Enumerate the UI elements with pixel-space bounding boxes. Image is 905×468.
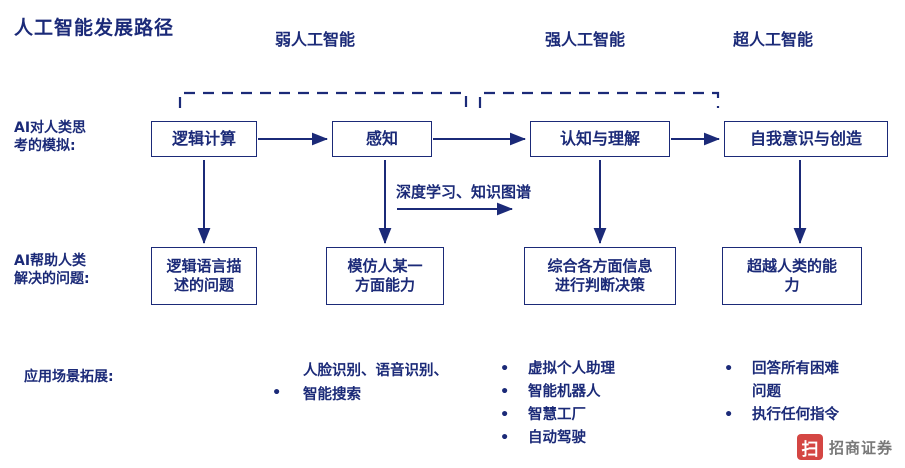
bracket-strong-ai <box>478 91 720 108</box>
applications-strong-line4: 自动驾驶 <box>528 430 586 446</box>
applications-super-line3: 执行任何指令 <box>752 407 839 423</box>
bracket-weak-ai <box>178 91 468 108</box>
stage-box-logic-computation: 逻辑计算 <box>151 121 257 157</box>
phase-label-strong: 强人工智能 <box>545 30 626 49</box>
row-label-simulation: AI对人类思 考的模拟: <box>14 120 87 154</box>
problem-box-beyond-human: 超越人类的能 力 <box>722 247 862 305</box>
stage-box-perception: 感知 <box>332 121 432 157</box>
problem-box-imitate-ability: 模仿人某一 方面能力 <box>326 247 444 305</box>
applications-super-line1: 回答所有困难 <box>752 361 839 377</box>
applications-weak-line2: 智能搜索 <box>303 387 361 403</box>
page-title: 人工智能发展路径 <box>14 17 175 39</box>
watermark-text: 招商证券 <box>828 438 893 457</box>
applications-strong-line2: 智能机器人 <box>528 384 601 400</box>
watermark-logo-icon: 扫 <box>796 434 823 460</box>
phase-label-super: 超人工智能 <box>733 30 814 49</box>
bullet-icon-strong-4: • <box>500 430 510 446</box>
applications-strong-line3: 智慧工厂 <box>528 407 586 423</box>
row-label-problems: AI帮助人类 解决的问题: <box>14 253 90 287</box>
bullet-icon-super-1: • <box>724 361 734 377</box>
applications-strong-line1: 虚拟个人助理 <box>528 361 615 377</box>
applications-super-line2: 问题 <box>752 384 781 400</box>
stage-box-cognition: 认知与理解 <box>530 121 670 157</box>
bullet-icon-strong-2: • <box>500 384 510 400</box>
problem-box-comprehensive-decision: 综合各方面信息 进行判断决策 <box>524 247 676 305</box>
bullet-icon-strong-3: • <box>500 407 510 423</box>
row-label-applications: 应用场景拓展: <box>24 369 114 385</box>
annotation-deep-learning: 深度学习、知识图谱 <box>396 183 532 201</box>
watermark: 扫 招商证券 <box>796 434 893 460</box>
bullet-icon-strong-1: • <box>500 361 510 377</box>
stage-box-self-awareness: 自我意识与创造 <box>724 121 888 157</box>
bullet-icon: • <box>272 385 282 402</box>
applications-weak-line1: 人脸识别、语音识别、 <box>303 363 448 379</box>
phase-label-weak: 弱人工智能 <box>275 30 356 49</box>
problem-box-logic-language: 逻辑语言描 述的问题 <box>151 247 257 305</box>
bullet-icon-super-2: • <box>724 407 734 423</box>
applications-group-weak: • <box>272 360 281 405</box>
